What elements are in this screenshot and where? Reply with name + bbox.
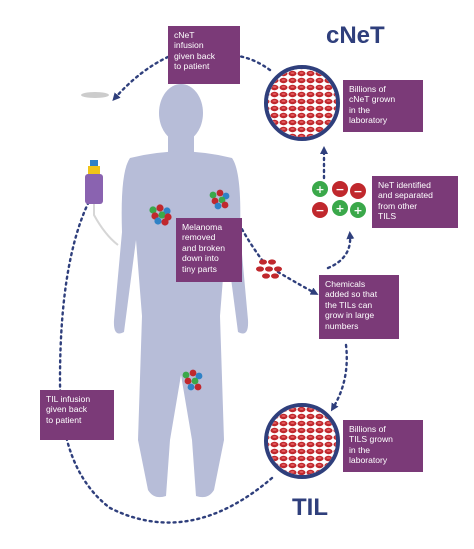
iv-bag-icon	[85, 160, 119, 246]
cell-plus-2	[332, 200, 348, 216]
arrow-til-to-body	[58, 186, 274, 524]
sign-3: −	[353, 185, 362, 198]
sign-4: +	[335, 202, 344, 215]
cell-minus-1	[332, 181, 348, 197]
billions-til-label: Billions of TILS grown in the laboratory	[343, 420, 423, 472]
tumour-cluster-right	[209, 189, 230, 210]
cnet-title: cNeT	[326, 22, 385, 49]
net-identified-label: NeT identified and separated from other …	[372, 176, 458, 228]
melanoma-label: Melanoma removed and broken down into ti…	[176, 218, 242, 282]
arrow-melanoma-to-chemicals	[276, 270, 319, 295]
cnet-culture-dish	[264, 65, 340, 141]
cell-minus-2	[350, 183, 366, 199]
cnet-infusion-label: cNeT infusion given back to patient	[168, 26, 240, 84]
human-body	[113, 84, 249, 498]
sign-5: −	[315, 204, 324, 217]
arrow-chemicals-to-identified	[326, 231, 355, 270]
separated-cells: + − − + − +	[312, 181, 366, 218]
tumour-cluster-leg	[182, 369, 203, 391]
billions-cnet-label: Billions of cNeT grown in the laboratory	[343, 80, 423, 132]
til-title: TIL	[292, 494, 328, 521]
sign-2: −	[335, 183, 344, 196]
tumour-cluster-left	[149, 204, 172, 226]
cell-plus-3	[350, 202, 366, 218]
arrow-chemicals-to-billions-til	[330, 343, 348, 412]
tumour-fragments	[256, 259, 282, 279]
arrow-cnet-infusion-to-body	[112, 55, 170, 101]
til-culture-dish	[264, 403, 340, 479]
sign-1: +	[315, 183, 324, 196]
dish-icon	[81, 92, 109, 98]
sign-6: +	[353, 204, 362, 217]
cell-minus-3	[312, 202, 328, 218]
til-infusion-label: TIL infusion given back to patient	[40, 390, 114, 440]
cell-plus-1	[312, 181, 328, 197]
chemicals-label: Chemicals added so that the TILs can gro…	[319, 275, 399, 339]
